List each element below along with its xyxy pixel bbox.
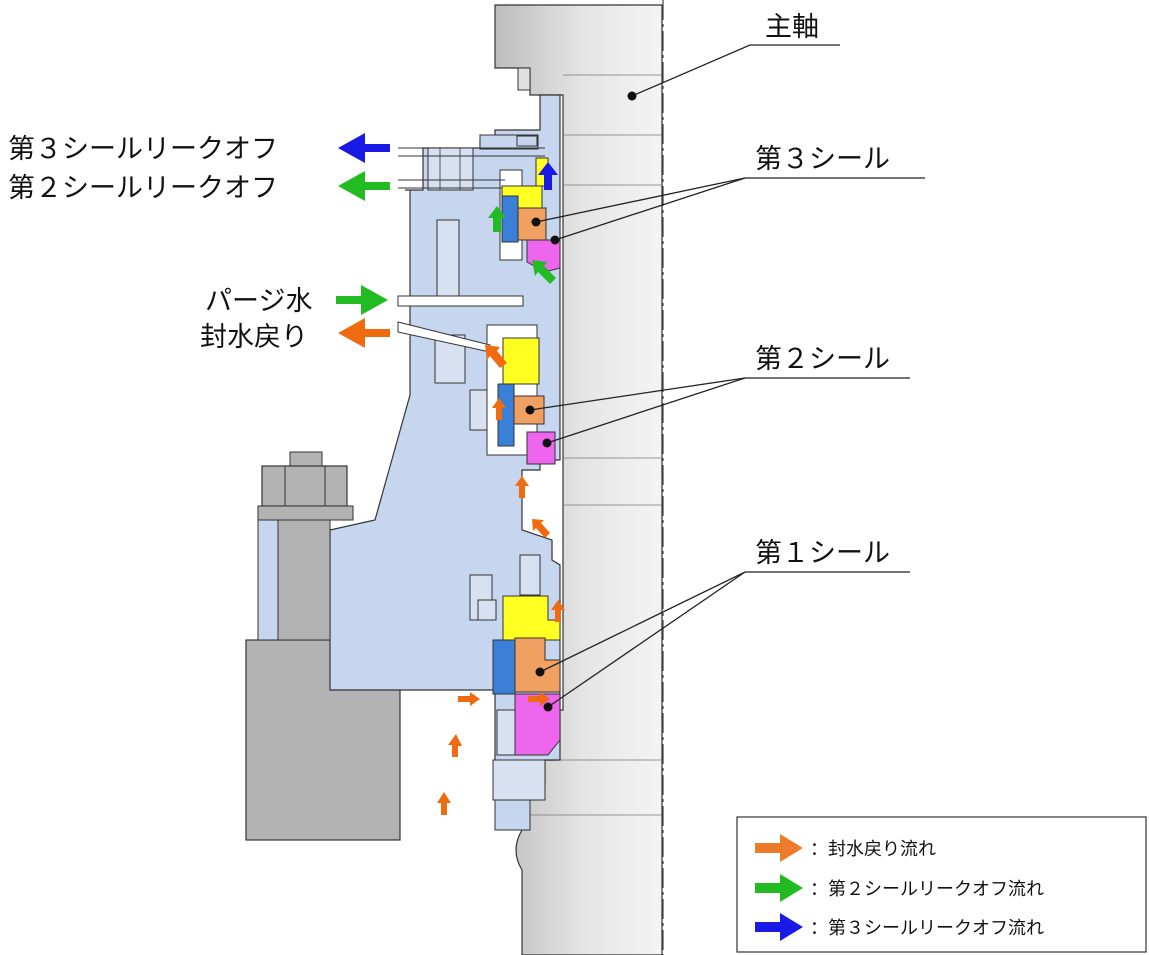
label-seal3-leakoff: 第３シールリークオフ [8,134,278,165]
leak2-flow-arrow [532,260,556,284]
leak2-flow-arrow [488,206,506,232]
legend-leak2-arrow-icon [755,874,803,902]
label-seal-3: 第３シール [755,144,890,175]
leader-lines [529,44,925,708]
label-seal-2: 第２シール [755,344,890,375]
label-purge-water: パージ水 [205,286,312,317]
return-flow-arrow [532,519,550,538]
label-seal2-leakoff: 第２シールリークオフ [8,173,278,204]
return-flow-arrow [437,792,451,815]
return-out-arrow [338,318,390,348]
label-main-shaft: 主軸 [765,12,819,43]
return-flow-arrow [485,345,507,368]
leader-dots [525,91,637,712]
label-seal-water-return: 封水戻り [200,322,308,353]
return-flow-arrow [551,600,565,622]
seal-2-rings [497,337,556,465]
purge-in-arrow [336,285,388,315]
legend: ：封水戻り流れ ：第２シールリークオフ流れ ：第３シールリークオフ流れ [736,816,1147,953]
legend-return-text: ：封水戻り流れ [810,839,936,860]
return-flow-arrow [458,692,480,706]
legend-return-arrow-icon [755,834,803,862]
leak3-flow-arrow [538,162,558,190]
return-flow-arrow [528,692,550,706]
return-flow-arrow [515,476,529,498]
leak3-out-arrow [338,133,390,163]
legend-leak3-arrow-icon [755,913,803,941]
label-seal-1: 第１シール [755,538,890,569]
bolt-head [257,451,354,641]
leak2-out-arrow [338,171,390,201]
return-flow-arrow [492,398,506,420]
flow-arrows [437,162,565,815]
seal-1-rings [492,595,561,756]
legend-leak2-text: ：第２シールリークオフ流れ [810,879,1044,900]
port-arrows [336,133,390,348]
return-flow-arrow [448,734,462,757]
legend-leak3-text: ：第３シールリークオフ流れ [810,918,1044,939]
